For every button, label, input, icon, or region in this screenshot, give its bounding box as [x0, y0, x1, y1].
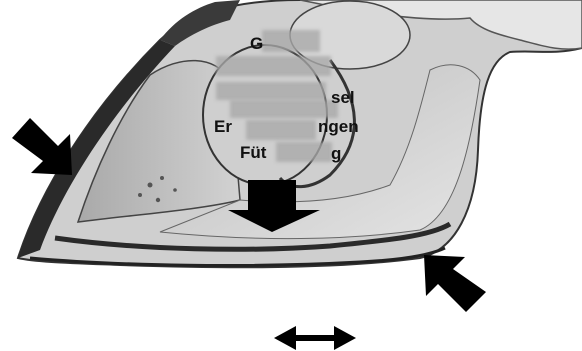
double-headed-arrow-icon [274, 326, 356, 350]
arrow-pointing-down-right-icon [12, 118, 72, 175]
arrow-pointing-up-left-icon [424, 255, 486, 312]
arrow-pointing-down-icon [228, 180, 320, 232]
